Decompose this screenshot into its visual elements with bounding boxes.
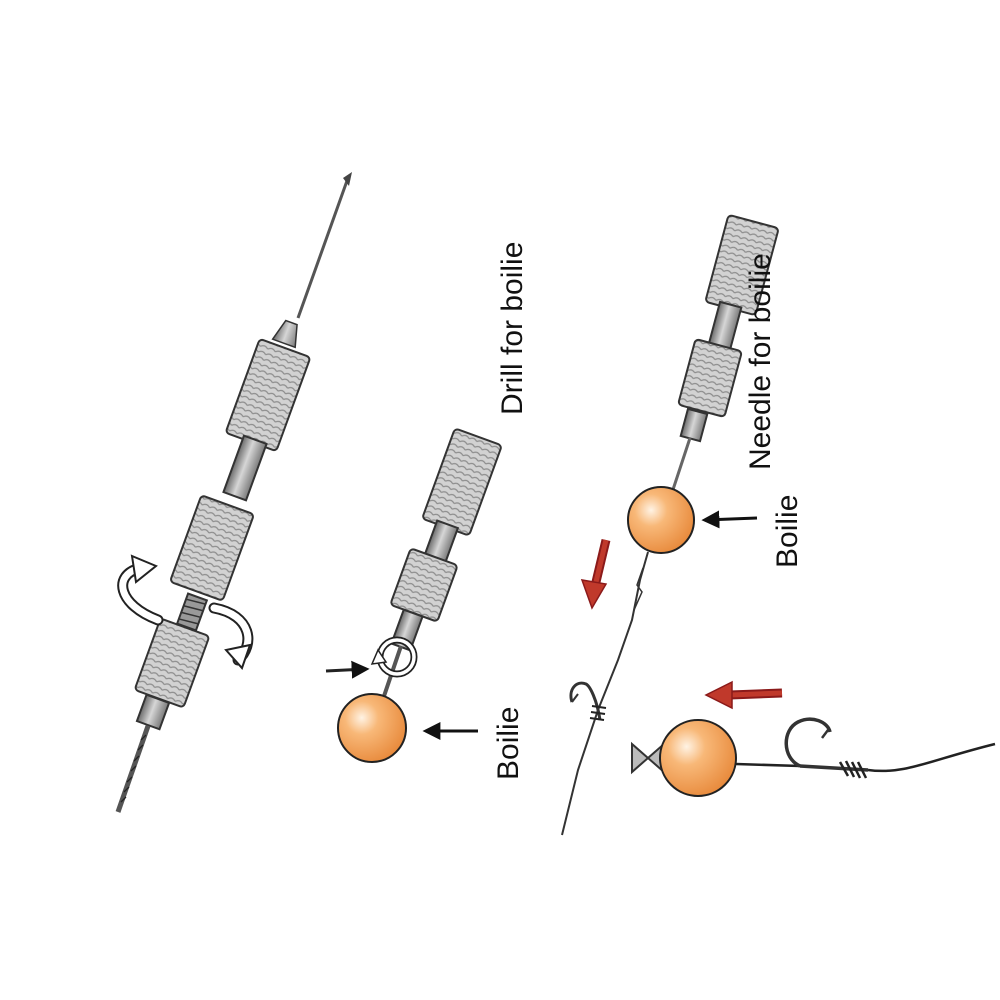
- needle-boilie-pointer: [701, 510, 758, 529]
- assembled-tool: [115, 172, 352, 813]
- drill-boilie: [337, 693, 407, 763]
- drill-tool: [325, 428, 502, 763]
- needle-tool: [561, 214, 779, 836]
- hook-whipping: [589, 705, 607, 721]
- rotate-arrow-left-icon: [130, 554, 158, 584]
- drill-handle-grip: [422, 428, 502, 536]
- drill-pointer-arrow: [325, 660, 370, 679]
- boilie-label-drill: Boilie: [492, 707, 525, 780]
- rig-boilie: [659, 719, 737, 797]
- finished-hair-rig: [631, 680, 996, 797]
- middle-shaft: [222, 434, 268, 502]
- drill-label: Drill for boilie: [496, 242, 529, 415]
- rotate-arrow-right-icon: [224, 643, 252, 670]
- needle-eye: [343, 172, 352, 186]
- needle-label: Needle for boilie: [744, 253, 777, 470]
- upper-handle-grip: [225, 338, 311, 452]
- boilie-label-needle: Boilie: [771, 495, 804, 568]
- rig-hook-icon: [784, 717, 832, 768]
- main-line: [867, 742, 996, 773]
- screw-thread: [175, 592, 209, 632]
- middle-handle-grip: [170, 495, 254, 601]
- drill-lower-grip: [390, 548, 458, 622]
- needle-lower-grip: [677, 338, 743, 418]
- red-arrow-down-icon: [580, 579, 608, 610]
- hair-rig-line: [561, 551, 649, 836]
- hook-icon: [569, 681, 602, 721]
- boilie-stop: [631, 741, 650, 775]
- needle-boilie: [627, 486, 695, 554]
- red-arrow-left-icon: [704, 680, 733, 710]
- needle-tip: [296, 177, 350, 319]
- rig-whipping: [838, 760, 868, 779]
